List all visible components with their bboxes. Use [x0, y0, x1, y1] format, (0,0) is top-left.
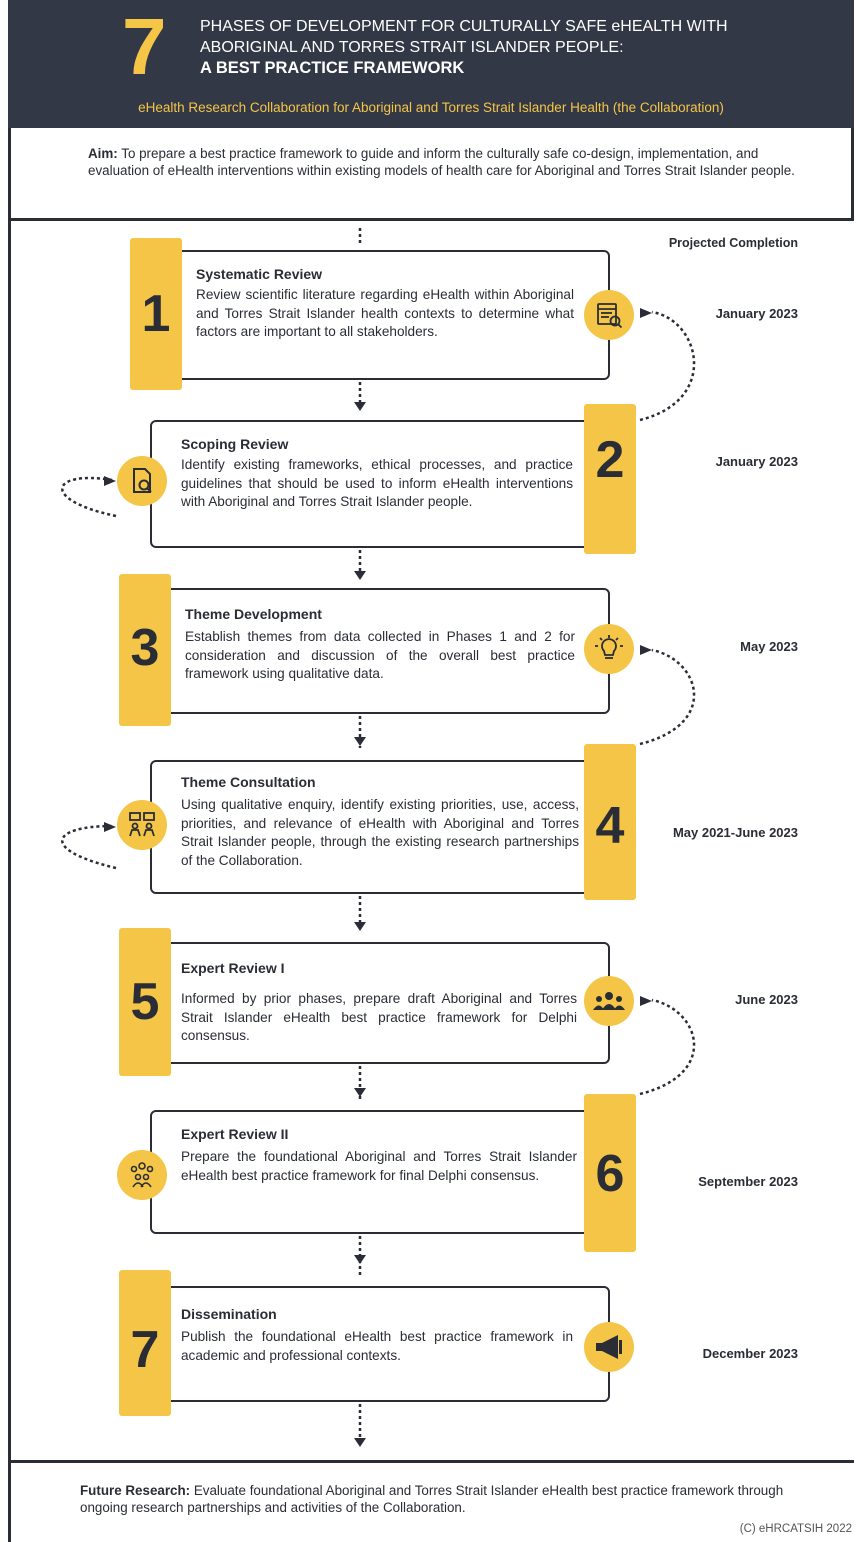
header-number: 7: [122, 2, 167, 91]
curve-2-to-1: [639, 310, 696, 422]
file-search-icon: [117, 456, 167, 506]
phase-6-date: September 2023: [698, 1174, 798, 1189]
frame-right-border-top: [851, 128, 854, 218]
curve-3-to-2: [61, 476, 117, 518]
phase-6-title: Expert Review II: [181, 1126, 289, 1142]
phase-5-number: 5: [130, 973, 160, 1031]
phase-3-title: Theme Development: [185, 606, 322, 622]
header-banner: 7 PHASES OF DEVELOPMENT FOR CULTURALLY S…: [8, 0, 854, 128]
title-line-3: A BEST PRACTICE FRAMEWORK: [200, 59, 465, 77]
phase-1-date: January 2023: [715, 306, 798, 321]
phase-5-title: Expert Review I: [181, 960, 285, 976]
curve-4-to-3: [639, 648, 696, 746]
aim-text: To prepare a best practice framework to …: [88, 146, 795, 178]
curve-6-to-5: [639, 998, 696, 1096]
phase-2-tab: [584, 404, 636, 554]
future-text: Evaluate foundational Aboriginal and Tor…: [80, 1483, 784, 1515]
phase-4-card: [150, 760, 610, 894]
phase-3-number: 3: [130, 619, 160, 677]
phase-4-title: Theme Consultation: [181, 774, 316, 790]
phase-6-tab: [584, 1094, 636, 1252]
phase-2-description: Identify existing frameworks, ethical pr…: [181, 457, 573, 509]
future-research: Future Research: Evaluate foundational A…: [80, 1482, 820, 1516]
discussion-icon: [117, 800, 167, 850]
phase-6-description: Prepare the foundational Aboriginal and …: [181, 1149, 577, 1183]
document-search-icon: [584, 290, 634, 340]
title-line-1: PHASES OF DEVELOPMENT FOR CULTURALLY SAF…: [200, 18, 728, 35]
future-label: Future Research:: [80, 1483, 191, 1498]
aim-statement: Aim: To prepare a best practice framewor…: [88, 145, 808, 179]
team-icon: [117, 1150, 167, 1200]
phase-3-tab: [119, 574, 171, 726]
future-divider: [8, 1460, 854, 1463]
phase-1-number: 1: [141, 285, 171, 343]
aim-divider: [8, 218, 854, 221]
phase-1-description: Review scientific literature regarding e…: [196, 287, 574, 339]
phase-5-tab: [119, 928, 171, 1076]
phase-7-tab: [119, 1270, 171, 1416]
aim-label: Aim:: [88, 146, 118, 161]
phase-3-date: May 2023: [740, 639, 798, 654]
phase-2-card: [150, 420, 610, 548]
phase-7-description: Publish the foundational eHealth best pr…: [181, 1329, 573, 1363]
phase-1-title: Systematic Review: [196, 266, 323, 282]
lightbulb-icon: [584, 624, 634, 674]
phase-6-number: 6: [595, 1145, 625, 1203]
phase-7-date: December 2023: [702, 1346, 798, 1361]
phase-5-description: Informed by prior phases, prepare draft …: [181, 991, 577, 1043]
megaphone-icon: [584, 1322, 634, 1372]
phase-1-tab: [130, 238, 182, 390]
curve-5-to-4: [61, 824, 117, 870]
phase-5-date: June 2023: [735, 992, 798, 1007]
frame-left-border: [8, 128, 11, 1542]
title-line-2: ABORIGINAL AND TORRES STRAIT ISLANDER PE…: [200, 39, 624, 56]
phase-7-number: 7: [130, 1321, 160, 1379]
phase-2-number: 2: [595, 431, 625, 489]
header-title: PHASES OF DEVELOPMENT FOR CULTURALLY SAF…: [200, 16, 820, 79]
phase-5-card: [150, 942, 610, 1064]
phase-6-card: [150, 1110, 610, 1234]
phase-4-date: May 2021-June 2023: [672, 825, 798, 840]
projected-completion-heading: Projected Completion: [668, 236, 798, 250]
phase-4-number: 4: [595, 797, 625, 855]
header-subtitle: eHealth Research Collaboration for Abori…: [138, 100, 724, 115]
phase-3-description: Establish themes from data collected in …: [185, 629, 575, 681]
phase-4-tab: [584, 744, 636, 900]
phase-7-title: Dissemination: [181, 1306, 277, 1322]
phase-4-description: Using qualitative enquiry, identify exis…: [181, 797, 579, 868]
phase-2-title: Scoping Review: [181, 436, 289, 452]
group-icon: [584, 976, 634, 1026]
phase-2-date: January 2023: [715, 454, 798, 469]
copyright: (C) eHRCATSIH 2022: [739, 1523, 852, 1535]
